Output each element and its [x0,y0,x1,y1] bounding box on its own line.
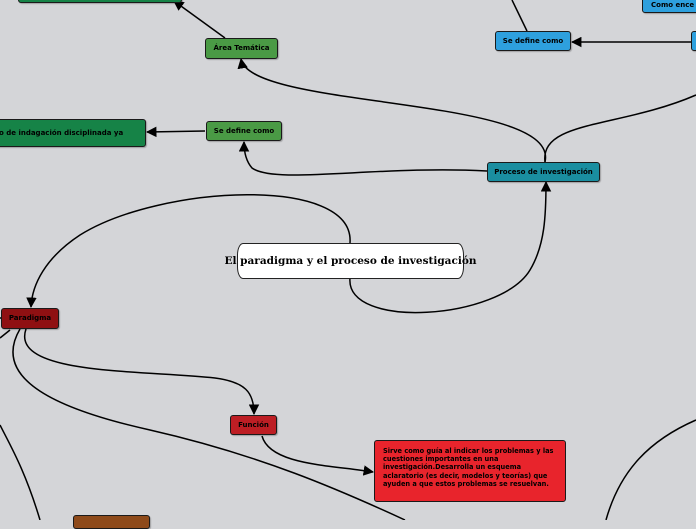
edge-proceso-upright [544,94,696,163]
edge-funcion-to-desc [261,435,375,476]
edge-area-to-top [173,0,226,39]
funcion-description-node[interactable]: Sirve como guía al indicar los problemas… [374,440,566,502]
bottom-brown-node[interactable] [73,515,150,529]
paradigma-label: Paradigma [8,314,52,323]
area-tematica-node[interactable]: Área Temática [205,38,278,59]
edge-paradigma-to-funcion [23,328,260,416]
edge-proceso-to-area [237,57,546,163]
funcion-label: Función [238,420,269,429]
edge-central-to-paradigma [26,194,351,309]
proceso-investigacion-label: Proceso de investigación [494,167,593,176]
como-ence-label: Como ence [651,1,695,10]
top-left-node[interactable] [18,0,182,3]
edge-proceso-to-sedefine [238,140,488,176]
se-define-como-label-left: Se define como [213,126,275,135]
indagacion-label: o de indagación disciplinada ya [0,128,124,137]
se-define-como-node-left[interactable]: Se define como [206,121,282,141]
edge-paradigma-long [12,328,406,520]
edge-bottomright-arc [605,419,696,520]
central-topic-label: El paradigma y el proceso de investigaci… [224,255,477,267]
se-define-como-node-top[interactable]: Se define como [495,31,571,51]
como-ence-node[interactable]: Como ence [642,0,696,13]
central-topic[interactable]: El paradigma y el proceso de investigaci… [225,243,477,279]
edge-sedefine-top-up [511,0,528,32]
proceso-investigacion-node[interactable]: Proceso de investigación [487,162,600,182]
edge-central-to-proceso [349,180,552,314]
right-edge-node[interactable] [691,31,696,51]
area-tematica-label: Área Temática [213,44,270,53]
paradigma-node[interactable]: Paradigma [1,308,59,329]
edge-lowerleft [0,424,41,520]
edge-paradigma-downleft [0,329,11,339]
funcion-description-text: Sirve como guía al indicar los problemas… [383,447,554,488]
funcion-node[interactable]: Función [230,415,277,435]
edge-sedefine-to-indagacion [145,126,206,138]
se-define-como-label-top: Se define como [502,36,564,45]
indagacion-node[interactable]: o de indagación disciplinada ya [0,119,146,147]
